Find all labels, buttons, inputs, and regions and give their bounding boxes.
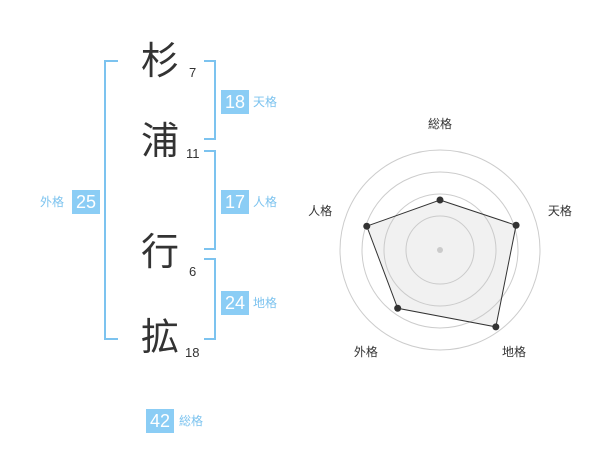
tenkaku-badge: 18 (221, 90, 249, 114)
radar-point-3 (492, 323, 500, 331)
radar-ring-3 (383, 193, 497, 307)
tenkaku-label: 天格 (253, 95, 278, 109)
radar-axis-label-3: 地格 (502, 344, 526, 359)
radar-rings (339, 149, 541, 351)
radar-center (437, 247, 443, 253)
name-char-1: 杉 (141, 39, 180, 83)
radar-ring-2 (361, 171, 519, 329)
radar-point-5 (363, 222, 371, 230)
gaikaku-label: 外格 (40, 195, 65, 209)
radar-axis-label-2: 天格 (548, 203, 572, 218)
stroke-count-1: 7 (189, 65, 197, 80)
radar-points (363, 196, 520, 331)
radar-ring-1 (339, 149, 541, 351)
jinkaku-bracket (204, 150, 216, 250)
gaikaku-bracket (104, 60, 118, 340)
name-char-3: 行 (141, 230, 180, 274)
chikaku-bracket (204, 258, 216, 340)
chikaku-label: 地格 (253, 296, 278, 310)
jinkaku-badge: 17 (221, 190, 249, 214)
soukaku-label: 総格 (179, 414, 204, 428)
chikaku-badge: 24 (221, 291, 249, 315)
stroke-count-3: 6 (189, 264, 197, 279)
name-char-4: 拡 (141, 315, 180, 359)
radar-polygon (366, 199, 517, 328)
name-char-2: 浦 (141, 119, 180, 163)
radar-axis-label-5: 人格 (308, 203, 332, 218)
radar-shape (366, 199, 517, 328)
tenkaku-bracket (204, 60, 216, 140)
radar-point-1 (436, 196, 444, 204)
soukaku-badge: 42 (146, 409, 174, 433)
stroke-count-4: 18 (185, 345, 200, 360)
gaikaku-badge: 25 (72, 190, 100, 214)
jinkaku-label: 人格 (253, 195, 278, 209)
radar-axis-label-4: 外格 (354, 344, 378, 359)
radar-point-2 (512, 221, 520, 229)
stroke-count-2: 11 (186, 146, 200, 161)
radar-ring-4 (405, 215, 475, 285)
radar-point-4 (394, 304, 402, 312)
radar-axis-label-1: 総格 (428, 116, 452, 131)
